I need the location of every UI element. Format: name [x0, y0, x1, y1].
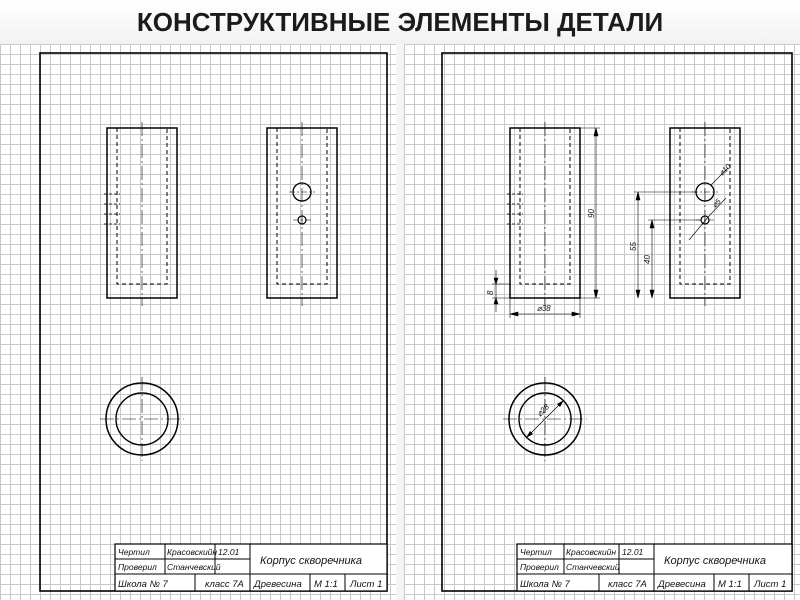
level-high-dim	[634, 191, 696, 298]
side-hidden-lines	[276, 128, 328, 285]
diameter-arrows	[526, 400, 564, 438]
front-dimensions	[492, 127, 600, 318]
material: Древесина	[253, 579, 302, 590]
page-title: КОНСТРУКТИВНЫЕ ЭЛЕМЕНТЫ ДЕТАЛИ	[0, 0, 800, 44]
circle-dim-value: ⌀28	[535, 402, 551, 418]
width-dim-arrows	[509, 311, 581, 317]
part-name: Корпус скворечника	[664, 555, 766, 567]
checked-name: Станчевский	[566, 562, 620, 572]
front-hidden-holes	[104, 193, 120, 225]
front-view	[507, 122, 581, 306]
drawn-label: Чертил	[118, 547, 150, 557]
right-drawing: 90 8 ⌀38 ⌀10 ⌀5 55 40	[441, 52, 793, 592]
front-hidden-holes	[507, 193, 523, 225]
front-hidden-lines	[116, 128, 168, 285]
class: класс 7А	[205, 579, 244, 590]
side-dimensions	[634, 167, 729, 299]
side-hidden-lines	[679, 128, 731, 285]
diameter-line	[525, 399, 565, 439]
level-low-dim	[648, 219, 700, 298]
drawn-name: Красовскийн	[167, 547, 217, 557]
front-hidden-lines	[519, 128, 571, 285]
title-block	[114, 543, 388, 592]
left-drawing-sheet: Чертил Красовскийн 12.01 Проверил Станче…	[0, 44, 396, 600]
level-high-dim-value: 55	[629, 242, 638, 251]
scale: М 1:1	[314, 579, 338, 590]
width-dim-value: ⌀38	[537, 304, 551, 313]
hole-small-leader	[688, 197, 727, 241]
checked-label: Проверил	[118, 562, 157, 572]
checked-name: Станчевский	[167, 562, 221, 572]
part-name: Корпус скворечника	[260, 555, 362, 567]
sheet-divider	[396, 44, 404, 600]
front-view	[104, 122, 178, 306]
hole-large-leader	[710, 167, 729, 186]
height-dim-arrows	[593, 127, 599, 299]
circle-centerlines	[503, 377, 587, 461]
height-dim-value: 90	[587, 209, 596, 218]
side-view	[266, 122, 338, 306]
drawn-label: Чертил	[520, 547, 552, 557]
bottom-dim-arrows	[493, 277, 499, 305]
sheet-number: Лист 1	[753, 579, 786, 590]
bottom-dim-value: 8	[486, 290, 495, 295]
sheet-number: Лист 1	[349, 579, 382, 590]
drawn-name: Красовскийн	[566, 547, 616, 557]
width-dim-line	[509, 298, 581, 318]
left-drawing: Чертил Красовскийн 12.01 Проверил Станче…	[39, 52, 388, 592]
title-block	[516, 543, 793, 592]
side-view	[669, 122, 741, 306]
height-dim-line	[580, 127, 600, 299]
checked-label: Проверил	[520, 562, 559, 572]
top-view	[503, 377, 587, 461]
scale: М 1:1	[718, 579, 742, 590]
material: Древесина	[657, 579, 706, 590]
school: Школа № 7	[118, 579, 169, 590]
bottom-dim-line	[492, 270, 510, 312]
school: Школа № 7	[520, 579, 571, 590]
hole-large-dim-value: ⌀10	[717, 161, 733, 177]
right-drawing-sheet: 90 8 ⌀38 ⌀10 ⌀5 55 40	[404, 44, 800, 600]
class: класс 7А	[608, 579, 647, 590]
date: 12.01	[622, 547, 644, 557]
drawing-frame	[39, 52, 388, 592]
level-dim-arrows	[635, 191, 655, 299]
date: 12.01	[218, 547, 240, 557]
level-low-dim-value: 40	[643, 255, 652, 264]
top-view	[100, 377, 184, 461]
hole-centerlines	[289, 191, 315, 221]
circle-centerlines	[100, 377, 184, 461]
